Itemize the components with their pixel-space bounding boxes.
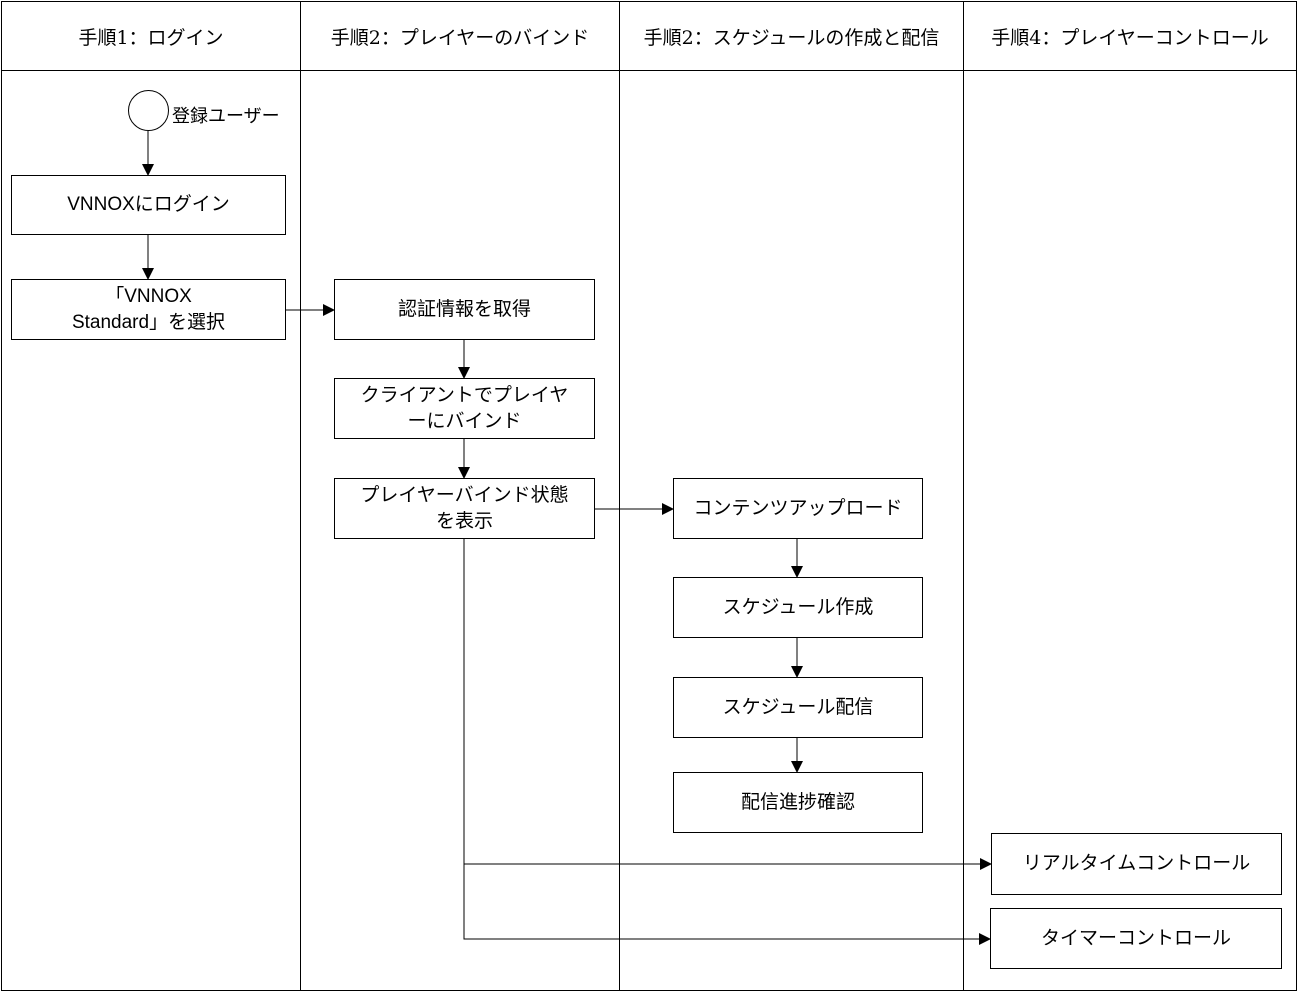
step-show-bind-state: プレイヤーバインド状態 を表示: [334, 478, 595, 539]
step-bind-client: クライアントでプレイヤ ーにバインド: [334, 378, 595, 439]
lane-4-title: 手順4：プレイヤーコントロール: [991, 26, 1269, 49]
lane-1-title: 手順1：ログイン: [78, 26, 224, 49]
header-divider: [1, 1, 1297, 71]
step-login: VNNOXにログイン: [11, 175, 286, 235]
step-select-standard-line2: Standard」を選択: [71, 311, 226, 333]
lane-2-title: 手順2：プレイヤーのバインド: [330, 26, 590, 49]
step-check-progress: 配信進捗確認: [673, 772, 923, 833]
step-realtime-control: リアルタイムコントロール: [991, 833, 1282, 895]
start-label: 登録ユーザー: [172, 106, 280, 127]
step-select-standard: 「VNNOX Standard」を選択: [11, 279, 286, 340]
step-timer-control: タイマーコントロール: [990, 908, 1282, 969]
step-show-bind-state-line2: を表示: [435, 509, 493, 532]
lane-3-title: 手順2：スケジュールの作成と配信: [643, 26, 940, 49]
step-get-credentials: 認証情報を取得: [334, 279, 595, 340]
step-publish-schedule: スケジュール配信: [673, 677, 923, 738]
step-bind-client-line1: クライアントでプレイヤ: [360, 383, 569, 406]
start-node: [128, 90, 169, 131]
step-bind-client-line2: ーにバインド: [407, 409, 522, 432]
step-select-standard-line1: 「VNNOX: [105, 285, 192, 307]
arrow-state-to-timer: [463, 864, 991, 945]
step-create-schedule: スケジュール作成: [673, 577, 923, 638]
step-show-bind-state-line1: プレイヤーバインド状態: [360, 483, 569, 506]
step-upload-content: コンテンツアップロード: [673, 478, 923, 539]
